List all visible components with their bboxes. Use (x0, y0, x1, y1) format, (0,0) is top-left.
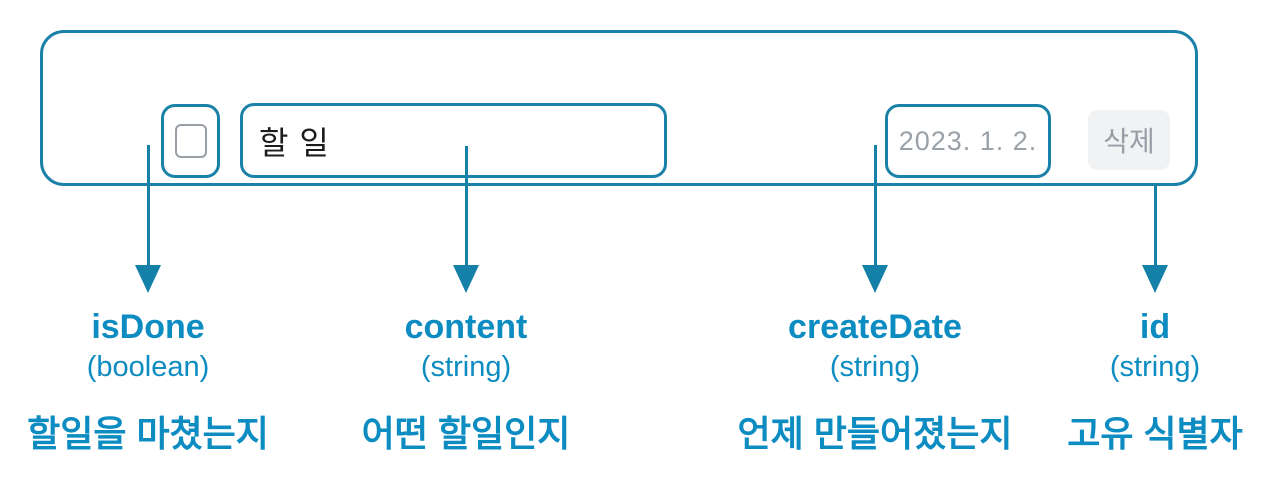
todo-item-card: 할 일 2023. 1. 2. 삭제 (40, 30, 1198, 186)
field-name: createDate (788, 308, 962, 346)
create-date-value: 2023. 1. 2. (898, 125, 1038, 156)
field-desc-isdone: 할일을 마쳤는지 (27, 413, 269, 454)
delete-button[interactable]: 삭제 (1088, 110, 1170, 170)
content-input[interactable]: 할 일 (240, 103, 667, 178)
field-label-id: id (string) (1110, 305, 1200, 385)
field-name: isDone (91, 308, 205, 346)
create-date-box: 2023. 1. 2. (885, 104, 1051, 178)
field-type: (string) (420, 351, 512, 383)
isdone-checkbox[interactable] (174, 124, 207, 158)
field-name: id (1139, 308, 1171, 346)
field-label-createdate: createDate (string) (788, 305, 962, 385)
field-desc-content: 어떤 할일인지 (361, 413, 571, 454)
field-type: (string) (1109, 351, 1201, 383)
content-input-value: 할 일 (259, 124, 330, 161)
field-name: content (404, 308, 528, 346)
field-desc-createdate: 언제 만들어졌는지 (737, 413, 1013, 454)
isdone-checkbox-highlight (161, 104, 220, 178)
field-type: (string) (829, 351, 921, 383)
field-type: (boolean) (86, 351, 210, 383)
field-label-isdone: isDone (boolean) (87, 305, 210, 385)
field-label-content: content (string) (405, 305, 528, 385)
field-desc-id: 고유 식별자 (1067, 413, 1243, 454)
